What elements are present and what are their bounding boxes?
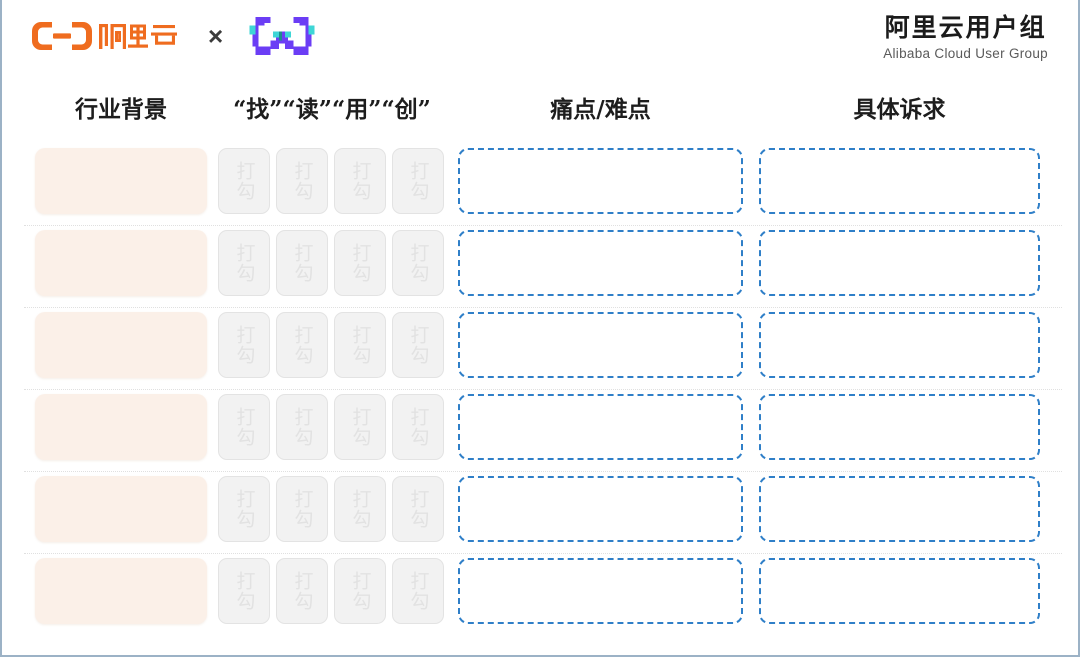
user-group-title-cn: 阿里云用户组 [884, 13, 1047, 42]
tick-box[interactable]: 打勾 [392, 312, 444, 378]
tick-label: 打勾 [349, 489, 372, 529]
tick-label: 打勾 [349, 161, 372, 201]
tick-box[interactable]: 打勾 [218, 312, 270, 378]
tick-box[interactable]: 打勾 [218, 476, 270, 542]
tick-label: 打勾 [407, 571, 430, 611]
tick-label: 打勾 [407, 161, 430, 201]
tick-label: 打勾 [233, 407, 256, 447]
tick-box[interactable]: 打勾 [392, 558, 444, 624]
tick-box[interactable]: 打勾 [218, 558, 270, 624]
tick-label: 打勾 [233, 243, 256, 283]
tick-label: 打勾 [233, 325, 256, 365]
demands-input-cell[interactable] [759, 558, 1040, 624]
tick-label: 打勾 [291, 489, 314, 529]
tick-label: 打勾 [233, 489, 256, 529]
tick-label: 打勾 [291, 325, 314, 365]
page-header: × [2, 0, 1078, 80]
industry-background-cell[interactable] [35, 312, 207, 378]
painpoints-input-cell[interactable] [458, 394, 743, 460]
row-separator [24, 389, 1062, 390]
painpoints-input-cell[interactable] [458, 558, 743, 624]
column-header-industry: 行业背景 [75, 96, 167, 123]
demands-input-cell[interactable] [759, 394, 1040, 460]
tick-box[interactable]: 打勾 [276, 394, 328, 460]
tick-box[interactable]: 打勾 [392, 148, 444, 214]
painpoints-input-cell[interactable] [458, 148, 743, 214]
industry-background-cell[interactable] [35, 476, 207, 542]
row-separator [24, 225, 1062, 226]
tick-label: 打勾 [407, 243, 430, 283]
tick-box[interactable]: 打勾 [276, 230, 328, 296]
alibaba-cloud-wordmark [99, 24, 177, 49]
tick-label: 打勾 [349, 407, 372, 447]
industry-background-cell[interactable] [35, 230, 207, 296]
row-separator [24, 307, 1062, 308]
table-row: 打勾 打勾 打勾 打勾 [2, 554, 1078, 636]
column-header-painpoints: 痛点/难点 [550, 96, 651, 123]
demands-input-cell[interactable] [759, 230, 1040, 296]
user-group-title-en: Alibaba Cloud User Group [883, 45, 1048, 61]
industry-background-cell[interactable] [35, 148, 207, 214]
industry-background-cell[interactable] [35, 558, 207, 624]
tick-label: 打勾 [291, 243, 314, 283]
table-row: 打勾 打勾 打勾 打勾 [2, 308, 1078, 390]
tick-label: 打勾 [349, 325, 372, 365]
demands-input-cell[interactable] [759, 476, 1040, 542]
tick-label: 打勾 [407, 407, 430, 447]
brand-lockup-right: 阿里云用户组 Alibaba Cloud User Group [883, 13, 1048, 62]
tick-box[interactable]: 打勾 [276, 148, 328, 214]
demands-input-cell[interactable] [759, 148, 1040, 214]
painpoints-input-cell[interactable] [458, 312, 743, 378]
tick-label: 打勾 [291, 407, 314, 447]
tick-box[interactable]: 打勾 [218, 230, 270, 296]
tick-box[interactable]: 打勾 [276, 476, 328, 542]
tick-box[interactable]: 打勾 [276, 558, 328, 624]
painpoints-input-cell[interactable] [458, 476, 743, 542]
tick-label: 打勾 [407, 325, 430, 365]
row-separator [24, 471, 1062, 472]
table-row: 打勾 打勾 打勾 打勾 [2, 390, 1078, 472]
painpoints-input-cell[interactable] [458, 230, 743, 296]
tick-label: 打勾 [407, 489, 430, 529]
demands-input-cell[interactable] [759, 312, 1040, 378]
tick-box[interactable]: 打勾 [218, 148, 270, 214]
tick-box[interactable]: 打勾 [334, 394, 386, 460]
industry-background-cell[interactable] [35, 394, 207, 460]
tick-label: 打勾 [291, 161, 314, 201]
tick-label: 打勾 [233, 571, 256, 611]
partner-pixel-logo [249, 16, 315, 56]
tick-box[interactable]: 打勾 [276, 312, 328, 378]
tick-box[interactable]: 打勾 [392, 476, 444, 542]
tick-label: 打勾 [291, 571, 314, 611]
column-header-actions: “找”“读”“用”“创” [233, 96, 431, 123]
table-row: 打勾 打勾 打勾 打勾 [2, 144, 1078, 226]
table-row: 打勾 打勾 打勾 打勾 [2, 472, 1078, 554]
tick-box[interactable]: 打勾 [218, 394, 270, 460]
tick-box[interactable]: 打勾 [334, 148, 386, 214]
tick-box[interactable]: 打勾 [392, 394, 444, 460]
alibaba-cloud-bracket-icon [32, 22, 92, 50]
alibaba-cloud-logo [32, 19, 182, 53]
worksheet-rows: 打勾 打勾 打勾 打勾 打勾 打勾 打勾 打勾 打勾 打勾 打勾 打勾 [2, 144, 1078, 636]
column-header-row: 行业背景 “找”“读”“用”“创” 痛点/难点 具体诉求 [2, 95, 1078, 135]
brand-lockup-left: × [32, 14, 315, 58]
tick-box[interactable]: 打勾 [334, 230, 386, 296]
tick-box[interactable]: 打勾 [334, 558, 386, 624]
tick-label: 打勾 [349, 571, 372, 611]
cross-separator-icon: × [208, 21, 224, 51]
column-header-demands: 具体诉求 [853, 96, 946, 123]
tick-box[interactable]: 打勾 [334, 312, 386, 378]
table-row: 打勾 打勾 打勾 打勾 [2, 226, 1078, 308]
row-separator [24, 553, 1062, 554]
tick-label: 打勾 [349, 243, 372, 283]
tick-box[interactable]: 打勾 [392, 230, 444, 296]
tick-label: 打勾 [233, 161, 256, 201]
tick-box[interactable]: 打勾 [334, 476, 386, 542]
